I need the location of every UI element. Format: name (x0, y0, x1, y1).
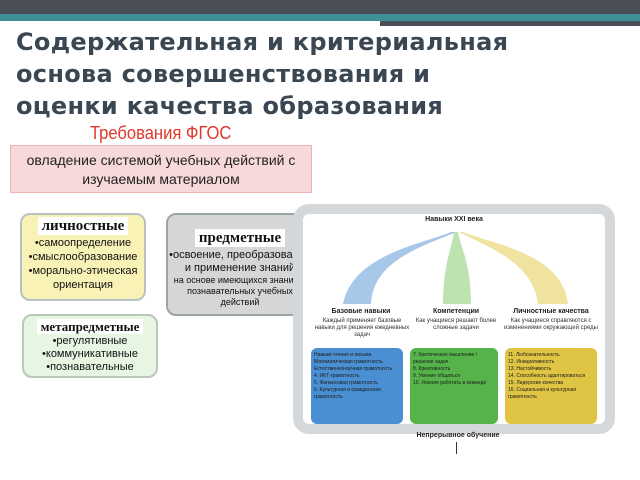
skills-col3-item: 16. Социальная и культурная грамотность (508, 387, 577, 400)
skills-col3-item: 11. Любознательность (508, 352, 560, 358)
personal-item: •морально-этическая (28, 265, 138, 277)
skills-21st-century-diagram: Навыки XXI века Базовые навыки Каждый пр… (293, 204, 615, 439)
skills-col1-item: Естественнонаучная грамотность (314, 366, 393, 372)
skills-col1-item: 5. Финансовая грамотность (314, 380, 378, 386)
personal-heading: личностные (37, 217, 129, 235)
skills-col2-box: 7. Критическое мышление / решение задач … (410, 348, 498, 424)
header-tab-bar (380, 21, 640, 26)
skills-col3-title: Личностные качества (513, 308, 589, 315)
skills-col1-item: 6. Культурная и гражданская грамотность (314, 387, 381, 400)
subject-results-card: предметные •освоение, преобразование и п… (166, 213, 314, 316)
skills-col2-item: 9. Умение общаться (413, 373, 460, 379)
title-line-3: оценки качества образования (16, 92, 444, 120)
skills-col3-subtitle: Как учащиеся справляются с изменениями о… (503, 318, 598, 331)
subject-heading: предметные (194, 229, 286, 247)
skills-col2-item: 10. Умение работать в команде (413, 380, 487, 386)
skills-col1-title: Базовые навыки (331, 308, 391, 315)
subject-line-3: на основе имеющихся знаний и (173, 275, 307, 285)
skills-col1-item: Математическая грамотность (314, 359, 383, 365)
text-cursor (456, 442, 457, 454)
subject-line-2: и применение знаний (184, 262, 296, 274)
personal-results-card: личностные •самоопределение •смыслообраз… (20, 213, 146, 301)
skills-top-title: Навыки XXI века (425, 216, 483, 223)
skills-col3-item: 14. Способность адаптироваться (508, 373, 586, 379)
skills-col3-box: 11. Любознательность 12. Инициативность … (505, 348, 597, 424)
subject-line-1: •освоение, преобразование (169, 249, 311, 261)
meta-item: •регулятивные (52, 335, 128, 347)
meta-item: •познавательные (46, 361, 134, 373)
skills-col1-box: Навыки чтения и письма Математическая гр… (311, 348, 403, 424)
skills-col2-subtitle: Как учащиеся решают более сложные задачи (415, 318, 497, 331)
skills-col2-title: Компетенции (432, 308, 480, 315)
skills-col1-subtitle: Каждый применяет базовые навыки для реше… (314, 318, 410, 338)
personal-item: ориентация (52, 279, 113, 291)
fgos-box-line-2: изучаемым материалом (82, 171, 240, 187)
skills-col1-item: 4. ИКТ-грамотность (314, 373, 360, 379)
fgos-requirement-box: овладение системой учебных действий с из… (10, 145, 312, 193)
title-line-1: Содержательная и критериальная (16, 28, 509, 56)
meta-item: •коммуникативные (42, 348, 138, 360)
fgos-box-line-1: овладение системой учебных действий с (26, 152, 296, 168)
personal-item: •самоопределение (34, 237, 132, 249)
skills-col3-item: 15. Лидерские качества (508, 380, 564, 386)
meta-heading: метапредметные (36, 319, 144, 334)
skills-col1-item: Навыки чтения и письма (314, 352, 372, 358)
subject-line-4: познавательных учебных действий (187, 286, 293, 307)
header-bar (0, 0, 640, 14)
title-line-2: основа совершенствования и (16, 60, 431, 88)
skills-bottom-label: Непрерывное обучение (416, 432, 500, 439)
personal-item: •смыслообразование (28, 251, 138, 263)
fgos-heading: Требования ФГОС (90, 123, 232, 143)
skills-col2-item: 7. Критическое мышление / решение задач (413, 352, 478, 365)
skills-col3-item: 12. Инициативность (508, 359, 555, 365)
slide-title: Содержательная и критериальная основа со… (16, 26, 616, 122)
skills-col2-item: 8. Креативность (413, 366, 451, 372)
skills-col3-item: 13. Настойчивость (508, 366, 552, 372)
skills-arches (343, 232, 568, 304)
header-accent-bar (0, 14, 640, 21)
metasubject-results-card: метапредметные •регулятивные •коммуникат… (22, 314, 158, 378)
